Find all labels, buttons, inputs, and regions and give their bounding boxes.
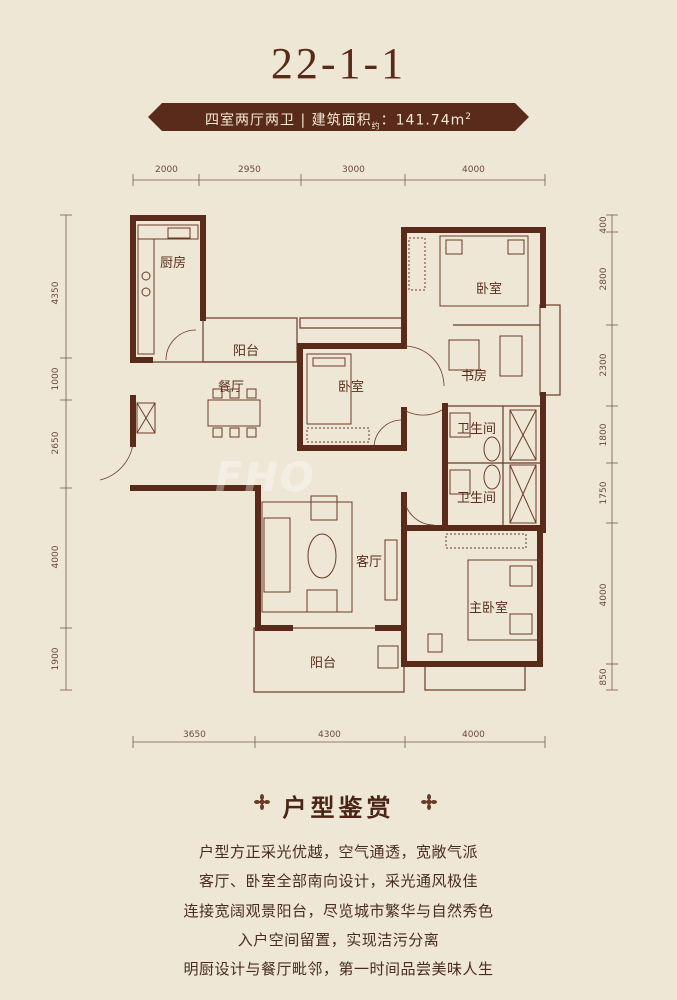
label-dining: 餐厅: [218, 380, 245, 395]
label-bedroom-small: 卧室: [338, 380, 365, 395]
furniture: [136, 224, 541, 669]
plan-title: 22-1-1: [270, 39, 407, 88]
dim-top-2: 2950: [238, 165, 261, 175]
desc-line-4: 入户空间留置，实现洁污分离: [237, 931, 440, 949]
dim-bottom-1: 3650: [183, 730, 206, 740]
dim-left-3: 2650: [51, 431, 61, 455]
info-banner: 四室两厅两卫 | 建筑面积约：141.74m2: [148, 103, 529, 131]
dim-left-4: 4000: [51, 545, 61, 569]
dim-right-7: 850: [599, 668, 609, 686]
banner-text: 四室两厅两卫 | 建筑面积约：141.74m2: [148, 103, 529, 131]
dim-left-5: 1900: [51, 647, 61, 671]
label-bath2: 卫生间: [457, 491, 497, 506]
dim-left-1: 4350: [51, 281, 61, 305]
area-value: ：141.74m: [380, 112, 466, 129]
dimension-lines: [60, 174, 618, 748]
dim-left-2: 1000: [51, 367, 61, 391]
label-study: 书房: [461, 369, 488, 384]
dim-top-3: 3000: [342, 165, 365, 175]
label-living: 客厅: [356, 555, 383, 570]
floor-plan: [60, 174, 618, 748]
area-approx: 约: [371, 121, 381, 131]
flower-ornament-right-icon: [421, 794, 437, 810]
dim-right-3: 2300: [599, 353, 609, 377]
dim-bottom-3: 4000: [462, 730, 485, 740]
desc-line-5: 明厨设计与餐厅毗邻，第一时间品尝美味人生: [183, 960, 494, 978]
dim-right-6: 4000: [599, 583, 609, 607]
label-master: 主卧室: [469, 601, 509, 616]
label-balcony-top: 阳台: [233, 344, 260, 359]
section-heading: 户型鉴赏: [282, 794, 395, 822]
dim-bottom-2: 4300: [318, 730, 341, 740]
banner-shape: [148, 103, 529, 131]
dim-right-5: 1750: [599, 481, 609, 505]
watermark: FHO: [215, 455, 316, 501]
dim-right-1: 400: [599, 216, 609, 234]
label-bath1: 卫生间: [457, 422, 497, 437]
dim-top-4: 4000: [462, 165, 485, 175]
dim-top-1: 2000: [155, 165, 178, 175]
door-swings: [99, 329, 445, 526]
layout-text: 四室两厅两卫 | 建筑面积: [205, 112, 372, 129]
dim-right-2: 2800: [599, 267, 609, 291]
area-unit-sup: 2: [465, 112, 472, 122]
desc-line-1: 户型方正采光优越，空气通透，宽敞气派: [198, 843, 478, 861]
label-kitchen: 厨房: [160, 256, 187, 271]
desc-line-3: 连接宽阔观景阳台，尽览城市繁华与自然秀色: [183, 902, 494, 920]
desc-line-2: 客厅、卧室全部南向设计，采光通风极佳: [198, 872, 478, 890]
dim-right-4: 1800: [599, 423, 609, 447]
label-bedroom-top: 卧室: [476, 282, 503, 297]
label-balcony-bottom: 阳台: [310, 656, 337, 671]
flower-ornament-left-icon: [254, 794, 270, 810]
thin-outlines: [150, 304, 561, 693]
